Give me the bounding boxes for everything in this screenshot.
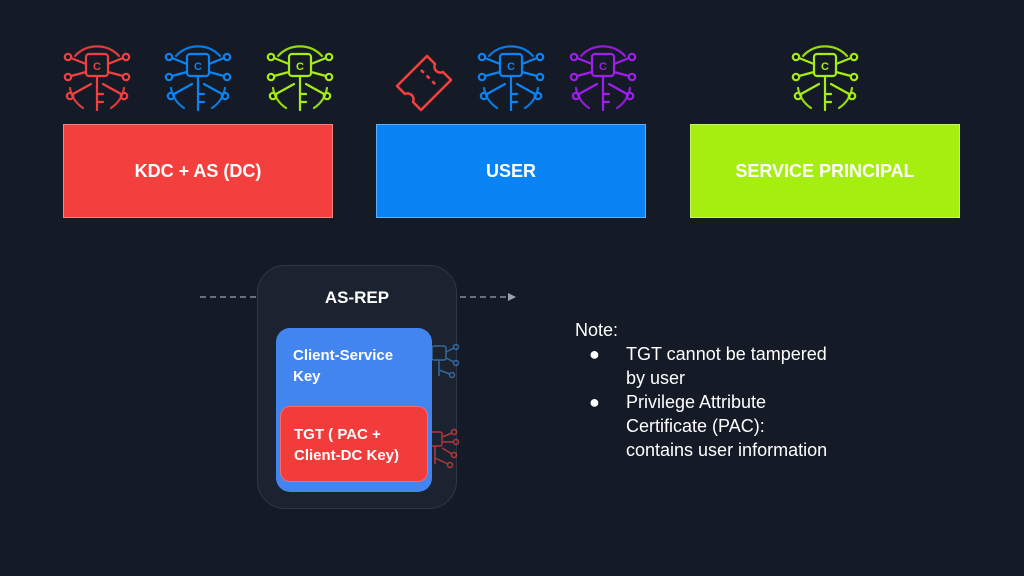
service-principal-box-label: SERVICE PRINCIPAL	[735, 160, 915, 181]
note-list: ● TGT cannot be tampered by user ● Privi…	[575, 342, 835, 462]
user-key-icon-2: C	[567, 45, 639, 114]
key-glyph: C	[599, 61, 607, 73]
bullet-icon: ●	[589, 344, 600, 364]
key-glyph: C	[507, 61, 515, 73]
client-service-key-label: Client-Service Key	[293, 347, 394, 385]
key-glyph: C	[821, 61, 829, 73]
note-item: ● Privilege Attribute Certificate (PAC):…	[575, 390, 835, 462]
user-key-icon: C	[475, 45, 547, 114]
bullet-icon: ●	[589, 392, 600, 412]
key-glyph: C	[194, 61, 202, 73]
note-item-text: TGT cannot be tampered by user	[626, 344, 827, 388]
kdc-key-icon: C	[61, 45, 133, 114]
user-box-label: USER	[485, 160, 536, 181]
user-box: USER	[376, 124, 646, 218]
note-item-text: Privilege Attribute Certificate (PAC): c…	[626, 392, 828, 460]
service-key-icon: C	[789, 45, 861, 114]
note-item: ● TGT cannot be tampered by user	[575, 342, 835, 390]
note-block: Note: ● TGT cannot be tampered by user ●…	[575, 318, 835, 462]
as-rep-title: AS-REP	[324, 288, 390, 307]
note-heading: Note:	[575, 320, 619, 340]
kdc-key-icon-2: C	[162, 45, 234, 114]
key-glyph: C	[296, 61, 304, 73]
tgt-label: TGT ( PAC + Client-DC Key)	[294, 426, 400, 464]
tgt-panel	[280, 406, 428, 482]
kdc-box: KDC + AS (DC)	[63, 124, 333, 218]
faded-kdc-key-icon	[427, 428, 460, 469]
kdc-box-label: KDC + AS (DC)	[134, 160, 262, 181]
key-glyph: C	[93, 61, 101, 73]
ticket-icon	[391, 50, 463, 114]
kdc-key-icon-3: C	[264, 45, 336, 114]
service-principal-box: SERVICE PRINCIPAL	[690, 124, 960, 218]
faded-user-key-icon	[431, 343, 460, 379]
